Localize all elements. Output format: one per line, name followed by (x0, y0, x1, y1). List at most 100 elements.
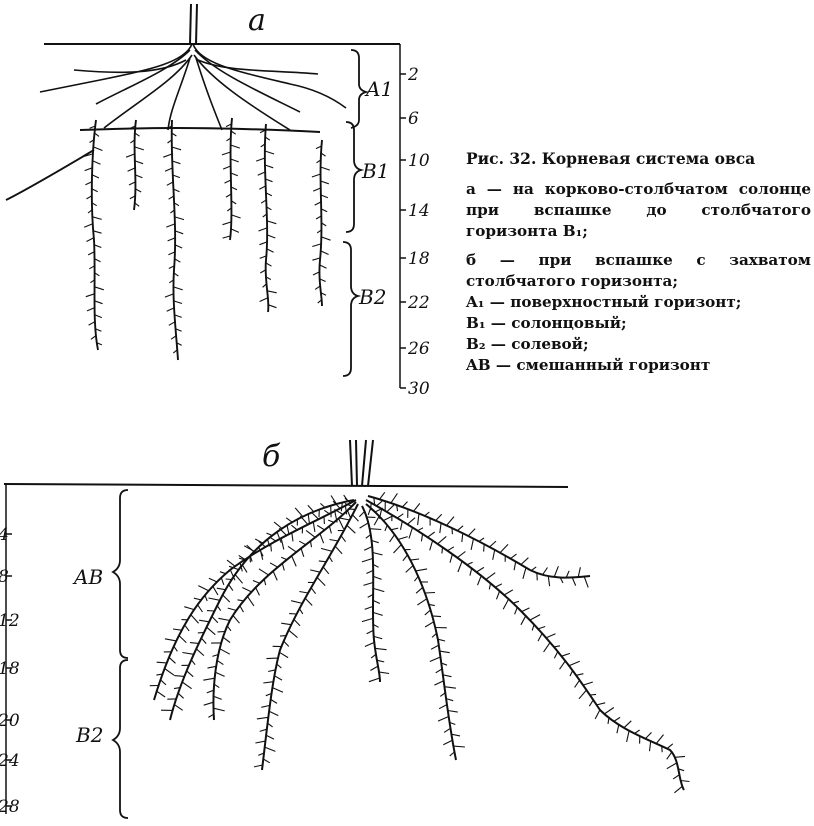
root-hair (467, 562, 473, 565)
root-hair (417, 599, 427, 605)
panel-b-brace-ab (113, 490, 128, 658)
root-hair (173, 629, 182, 630)
root-hair (543, 568, 548, 575)
root-hair (217, 588, 226, 590)
panel-a-root-hairs (84, 124, 330, 353)
root-hair (595, 710, 600, 719)
root-hair (366, 570, 373, 573)
root-hair (292, 533, 293, 542)
root-hair (353, 515, 359, 522)
root-hair (453, 746, 465, 747)
root-hair (477, 567, 484, 572)
root-hair (532, 625, 534, 631)
root-hair (223, 595, 230, 602)
root-hair (667, 752, 672, 759)
root-hair (223, 637, 230, 642)
root-hair (231, 145, 240, 148)
root-hair (572, 578, 576, 586)
root-hair (493, 550, 495, 560)
root-hair (347, 525, 355, 533)
root-hair (470, 568, 472, 575)
root-hair (373, 553, 383, 555)
b-tick-label: 28 (0, 797, 20, 817)
panel-b-main-roots (154, 496, 684, 790)
root-hair (266, 658, 278, 659)
a-tick-label: 10 (408, 151, 430, 171)
root-hair (174, 646, 178, 651)
root-hair (259, 228, 268, 231)
root-hair (448, 547, 454, 551)
root-hair (286, 518, 292, 522)
root-hair (174, 705, 182, 711)
panel-a-brace-a1 (351, 50, 366, 128)
caption-item-b2: B₂ — солевой; (466, 334, 811, 355)
root-hair (418, 514, 419, 526)
panel-b-label: б (262, 439, 281, 474)
root-hair (175, 217, 184, 220)
root-hair (157, 662, 167, 663)
root-hair (179, 636, 186, 643)
root-hair (320, 534, 324, 544)
root-hair (169, 657, 176, 663)
root-hair (291, 601, 302, 604)
root-hair (321, 167, 330, 170)
root-hair (425, 512, 430, 516)
root-hair (443, 675, 452, 677)
root-hair (321, 237, 330, 240)
root-hair (554, 646, 560, 647)
root-hair (364, 547, 372, 551)
root-hair (242, 565, 247, 573)
root-hair (256, 158, 265, 161)
root-hair (209, 578, 217, 582)
root-hair (165, 639, 176, 641)
root-hair (359, 511, 364, 516)
root-hair (377, 500, 384, 506)
root-hair (165, 168, 172, 171)
root-hair (329, 526, 331, 533)
root-hair (135, 175, 142, 178)
root-hair (178, 693, 184, 698)
root-hair (223, 166, 231, 169)
root-hair (240, 606, 244, 613)
root-hair (503, 599, 508, 609)
root-hair (457, 552, 465, 558)
root-hair (212, 616, 218, 622)
root-hair (190, 643, 199, 644)
root-hair (416, 569, 427, 571)
root-hair (627, 731, 630, 742)
root-hair (362, 558, 373, 562)
root-hair (645, 732, 651, 738)
root-hair (168, 238, 176, 241)
root-hair (312, 258, 320, 260)
root-hair (323, 567, 329, 574)
root-hair (432, 616, 441, 617)
root-hair (428, 532, 435, 537)
panel-a-depth-ticks: 26101418222630 (400, 65, 430, 399)
root-hair (266, 735, 274, 739)
root-hair (576, 674, 583, 676)
root-hair (438, 717, 449, 722)
root-hair (430, 541, 433, 551)
root-hair (569, 661, 580, 665)
root-hair (497, 591, 500, 599)
root-hair (259, 569, 269, 575)
root-hair (267, 235, 275, 238)
root-hair (174, 676, 184, 677)
root-hair (409, 528, 413, 539)
root-hair (163, 154, 172, 157)
b-tick-label: 18 (0, 659, 20, 679)
panel-a-horizon-b2: B2 (358, 285, 386, 309)
root-hair (157, 691, 165, 697)
root-hair (227, 626, 231, 631)
root-hair (366, 535, 371, 539)
root-hair (311, 541, 312, 547)
root-hair (220, 572, 226, 574)
root-hair (443, 740, 452, 745)
root-hair (175, 245, 182, 248)
root-hair (291, 525, 297, 530)
root-hair (265, 747, 276, 751)
root-hair (227, 560, 235, 566)
root-hair (450, 554, 452, 562)
root-hair (165, 669, 174, 676)
root-hair (263, 759, 270, 763)
